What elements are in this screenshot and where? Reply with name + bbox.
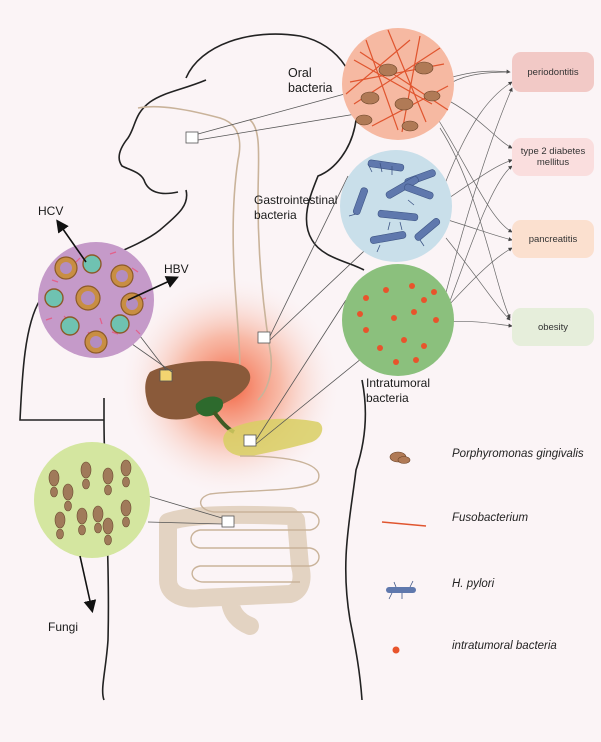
pancreas (223, 418, 323, 457)
disease-pancreatitis: pancreatitis (528, 233, 578, 245)
disease-type-2-diabetes: type 2 diabetes mellitus (520, 146, 586, 168)
fusobacterium-legend-icon (381, 521, 427, 527)
legend-h-pylori: H. pylori (452, 578, 495, 590)
small-intestine (190, 455, 320, 583)
disease-obesity: obesity (537, 321, 569, 333)
digestive-tract (137, 105, 273, 401)
intratumoral-legend-icon (392, 646, 400, 654)
oral-bacteria-circle (342, 28, 454, 140)
disease-box-backgrounds (512, 52, 594, 346)
h-pylori-legend-icon (386, 580, 416, 600)
gi-bacteria-circle (340, 150, 452, 262)
sample-markers (159, 131, 271, 528)
oral-bacteria-label: Oral bacteria (288, 66, 333, 95)
legend-porphyromonas: Porphyromonas gingivalis (452, 448, 584, 460)
intratumoral-bacteria-label: Intratumoral bacteria (366, 376, 431, 405)
legend-intratumoral-bacteria: intratumoral bacteria (452, 640, 557, 652)
connector-lines (111, 91, 381, 525)
hcv-label: HCV (38, 204, 64, 218)
gi-bacteria-label: Gastrointestinal bacteria (254, 193, 338, 222)
intratumoral-bacteria-circle (342, 264, 454, 376)
hbv-label: HBV (164, 262, 189, 276)
colon (159, 505, 311, 635)
fungi-circle (34, 442, 150, 558)
legend-fusobacterium: Fusobacterium (452, 512, 529, 524)
pointer-arrows (56, 219, 179, 614)
virus-circle (38, 242, 154, 358)
gallbladder (195, 396, 224, 417)
porphyromonas-legend-icon (389, 451, 411, 464)
legend-icons (381, 451, 427, 654)
fungi-label: Fungi (48, 620, 79, 634)
disease-periodontitis: periodontitis (527, 66, 579, 78)
